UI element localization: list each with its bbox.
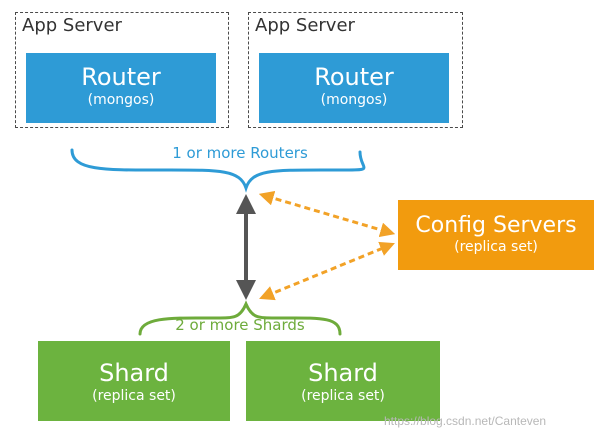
- app-server-label: App Server: [255, 15, 355, 36]
- router-node-right[interactable]: Router (mongos): [259, 53, 449, 123]
- config-servers-node[interactable]: Config Servers (replica set): [398, 200, 594, 270]
- shard-node-left[interactable]: Shard (replica set): [38, 341, 230, 421]
- app-server-left: App Server Router (mongos): [15, 12, 229, 128]
- router-node-left[interactable]: Router (mongos): [26, 53, 216, 123]
- router-title: Router: [81, 63, 161, 91]
- shard-title: Shard: [308, 359, 378, 387]
- config-servers-title: Config Servers: [415, 213, 577, 238]
- router-subtitle: (mongos): [87, 92, 155, 108]
- watermark-text: https://blog.csdn.net/Canteven: [384, 414, 547, 428]
- app-server-right: App Server Router (mongos): [248, 12, 463, 128]
- shard-node-right[interactable]: Shard (replica set): [246, 341, 440, 421]
- shard-subtitle: (replica set): [92, 388, 176, 404]
- shards-group-label: 2 or more Shards: [175, 316, 305, 334]
- routers-brace: [70, 148, 366, 193]
- router-config-arrow: [258, 190, 396, 238]
- router-title: Router: [314, 63, 394, 91]
- shards-brace: [138, 300, 342, 336]
- config-servers-subtitle: (replica set): [454, 239, 538, 255]
- shard-subtitle: (replica set): [301, 388, 385, 404]
- app-server-label: App Server: [22, 15, 122, 36]
- routers-group-label: 1 or more Routers: [172, 144, 308, 162]
- shard-config-arrow: [259, 241, 395, 301]
- shard-title: Shard: [99, 359, 169, 387]
- router-subtitle: (mongos): [320, 92, 388, 108]
